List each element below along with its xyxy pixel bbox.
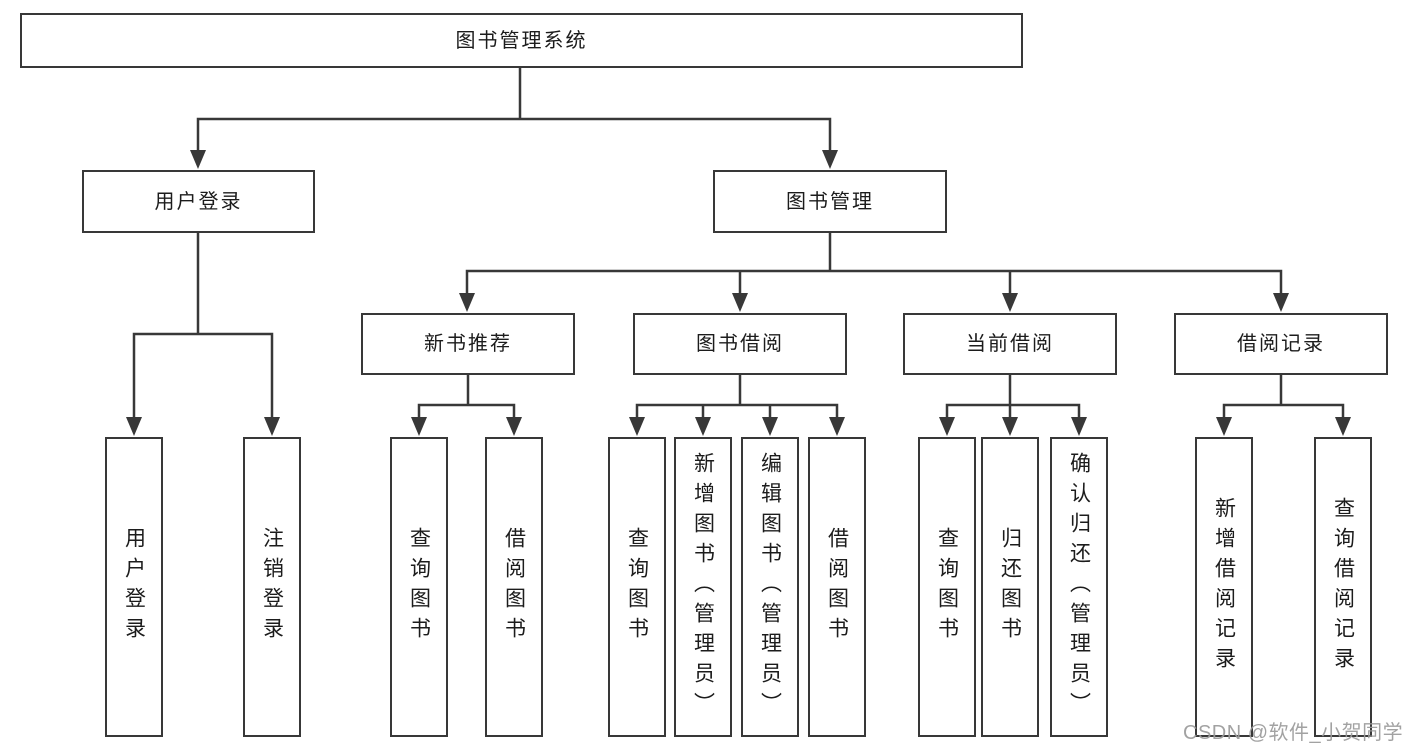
- arrowheads-new-book-recommend: [411, 417, 522, 436]
- arrowheads-user-login: [126, 417, 280, 436]
- node-borrow-records: 借阅记录: [1174, 313, 1388, 375]
- node-book-management: 图书管理: [713, 170, 947, 233]
- node-current-borrow: 当前借阅: [903, 313, 1117, 375]
- node-new-book-recommend: 新书推荐: [361, 313, 575, 375]
- leaf-user-login: 用户登录: [105, 437, 163, 737]
- connector-current-borrow: [945, 375, 1081, 420]
- leaf-query-books-borrow: 查询图书: [608, 437, 666, 737]
- leaf-return-books: 归还图书: [981, 437, 1039, 737]
- leaf-edit-books-admin: 编辑图书（管理员）: [741, 437, 799, 737]
- leaf-add-books-admin: 新增图书（管理员）: [674, 437, 732, 737]
- leaf-query-books-recommend: 查询图书: [390, 437, 448, 737]
- connector-book-management: [465, 233, 1283, 296]
- arrowheads-borrow-records: [1216, 417, 1351, 436]
- node-user-login: 用户登录: [82, 170, 315, 233]
- leaf-query-borrow-record: 查询借阅记录: [1314, 437, 1372, 737]
- node-book-borrow: 图书借阅: [633, 313, 847, 375]
- arrowheads-level3: [459, 293, 1289, 312]
- arrowheads-current-borrow: [939, 417, 1087, 436]
- leaf-query-books-current: 查询图书: [918, 437, 976, 737]
- connector-user-login: [132, 233, 274, 420]
- node-library-management-system: 图书管理系统: [20, 13, 1023, 68]
- arrowheads-level2: [190, 150, 838, 169]
- connector-new-book-recommend: [417, 375, 516, 420]
- leaf-logout: 注销登录: [243, 437, 301, 737]
- connector-book-borrow: [635, 375, 839, 420]
- connector-borrow-records: [1222, 375, 1345, 420]
- connector-root-to-level2: [196, 68, 832, 152]
- leaf-borrow-books: 借阅图书: [808, 437, 866, 737]
- leaf-confirm-return-admin: 确认归还（管理员）: [1050, 437, 1108, 737]
- arrowheads-book-borrow: [629, 417, 845, 436]
- leaf-add-borrow-record: 新增借阅记录: [1195, 437, 1253, 737]
- leaf-borrow-books-recommend: 借阅图书: [485, 437, 543, 737]
- csdn-watermark: CSDN @软件_小贺同学: [1183, 722, 1404, 744]
